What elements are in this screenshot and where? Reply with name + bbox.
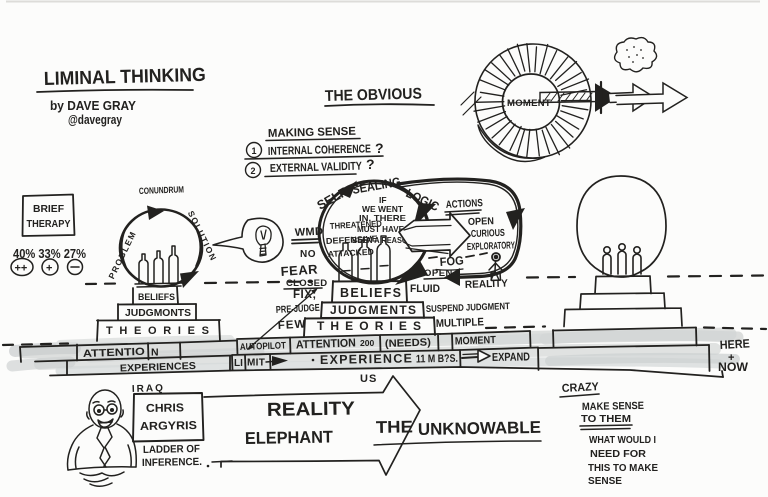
svg-text:OPEN: OPEN — [468, 216, 494, 228]
svg-text:WE WENT: WE WENT — [362, 204, 404, 214]
svg-text:ELEPHANT: ELEPHANT — [245, 427, 334, 448]
svg-text:HERE: HERE — [719, 336, 750, 352]
svg-text:SENSE: SENSE — [588, 476, 622, 487]
svg-text:FEW: FEW — [278, 319, 307, 332]
svg-text:BELIEFS: BELIEFS — [138, 292, 175, 303]
svg-text:200: 200 — [360, 338, 374, 348]
svg-text:+: + — [46, 263, 52, 275]
svg-text:@davegray: @davegray — [68, 112, 123, 127]
svg-text:THE: THE — [376, 417, 413, 437]
svg-text:LI: LI — [234, 358, 243, 369]
svg-text:FEAR: FEAR — [280, 261, 318, 279]
svg-text:MAKE SENSE: MAKE SENSE — [582, 400, 644, 413]
svg-text:WMD: WMD — [295, 226, 324, 239]
svg-text:THIS TO MAKE: THIS TO MAKE — [588, 463, 658, 474]
svg-text:CURIOUS: CURIOUS — [471, 228, 506, 240]
svg-text:UNKNOWABLE: UNKNOWABLE — [418, 418, 541, 439]
svg-text:1: 1 — [252, 146, 257, 156]
svg-text:ATTENTIO: ATTENTIO — [83, 346, 145, 360]
svg-text:++: ++ — [15, 263, 28, 275]
svg-text:JUDGMONTS: JUDGMONTS — [125, 307, 191, 319]
svg-text:(NEEDS): (NEEDS) — [385, 336, 431, 350]
svg-text:EXTERNAL VALIDITY: EXTERNAL VALIDITY — [270, 161, 363, 175]
svg-text:THERAPY: THERAPY — [27, 218, 71, 230]
svg-text:PRE-JUDGE: PRE-JUDGE — [276, 303, 321, 316]
svg-text:NEED FOR: NEED FOR — [590, 449, 647, 460]
svg-text:CLOSED: CLOSED — [286, 278, 327, 289]
svg-text:ACTIONS: ACTIONS — [446, 197, 484, 211]
svg-text:FIX;: FIX; — [293, 289, 317, 301]
svg-text:?: ? — [375, 140, 384, 156]
svg-text:NOW: NOW — [718, 360, 749, 374]
svg-text:CHRIS: CHRIS — [146, 402, 185, 415]
svg-text:MOMENT: MOMENT — [507, 98, 551, 109]
svg-text:2: 2 — [251, 166, 256, 176]
svg-text:IRAQ: IRAQ — [132, 383, 164, 395]
svg-text:EXPLORATORY: EXPLORATORY — [467, 240, 516, 253]
svg-text:NO: NO — [300, 249, 316, 260]
svg-text:BELIEFS: BELIEFS — [340, 286, 401, 300]
svg-text:LADDER OF: LADDER OF — [143, 443, 201, 456]
svg-text:REALITY: REALITY — [465, 278, 508, 291]
svg-text:EXPAND: EXPAND — [492, 351, 530, 364]
svg-text:?: ? — [366, 156, 375, 172]
svg-text:BEEN A REASON: BEEN A REASON — [352, 235, 413, 245]
svg-text:FOG: FOG — [439, 253, 464, 269]
svg-text:JUDGMENTS: JUDGMENTS — [330, 303, 416, 317]
svg-text:OPEN: OPEN — [424, 268, 453, 279]
svg-text:ARGYRIS: ARGYRIS — [140, 420, 198, 433]
svg-text:MULTIPLE: MULTIPLE — [436, 316, 484, 330]
svg-text:+: + — [728, 352, 734, 364]
svg-text:EXPERIENCE: EXPERIENCE — [320, 351, 412, 367]
svg-text:11 M B?S.: 11 M B?S. — [416, 353, 458, 366]
svg-text:EXPERIENCES: EXPERIENCES — [120, 361, 197, 375]
svg-text:ATTENTION: ATTENTION — [296, 337, 356, 351]
svg-text:MOMENT: MOMENT — [455, 334, 497, 347]
svg-text:40% 33% 27%: 40% 33% 27% — [13, 247, 86, 261]
svg-text:N: N — [151, 347, 159, 359]
svg-text:REALITY: REALITY — [267, 398, 356, 421]
svg-text:THREATENED: THREATENED — [330, 218, 382, 231]
svg-text:LIMINAL THINKING: LIMINAL THINKING — [44, 65, 206, 90]
svg-text:US: US — [360, 373, 377, 385]
svg-text:BRIEF: BRIEF — [33, 203, 65, 215]
svg-text:CRAZY: CRAZY — [562, 381, 600, 395]
svg-text:DEFENSIVE: DEFENSIVE — [326, 233, 379, 246]
svg-text:FLUID: FLUID — [410, 283, 440, 295]
svg-text:by DAVE GRAY: by DAVE GRAY — [50, 99, 137, 113]
svg-text:INTERNAL COHERENCE: INTERNAL COHERENCE — [268, 143, 372, 158]
svg-text:MAKING SENSE: MAKING SENSE — [268, 126, 357, 140]
svg-text:THE OBVIOUS: THE OBVIOUS — [325, 85, 422, 105]
svg-text:INFERENCE.: INFERENCE. — [142, 456, 202, 469]
svg-text:IN, THERE: IN, THERE — [359, 213, 406, 223]
svg-text:AUTOPILOT: AUTOPILOT — [240, 340, 287, 353]
svg-text:SUSPEND JUDGMENT: SUSPEND JUDGMENT — [426, 301, 510, 315]
svg-text:MIT: MIT — [247, 358, 265, 369]
svg-text:MUST HAVE: MUST HAVE — [357, 224, 404, 234]
svg-text:CONUNDRUM: CONUNDRUM — [139, 184, 184, 196]
svg-text:WHAT WOULD I: WHAT WOULD I — [589, 435, 656, 446]
svg-text:IF: IF — [379, 195, 387, 205]
svg-text:TO THEM: TO THEM — [581, 413, 631, 425]
